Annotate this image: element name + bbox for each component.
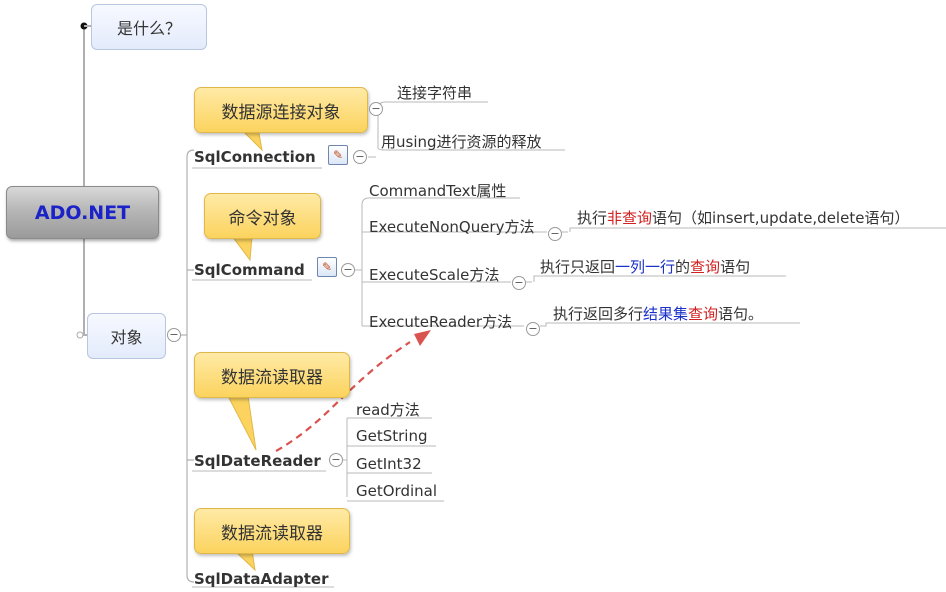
note-icon[interactable]: ✎ (328, 145, 348, 165)
collapse-toggle-icon[interactable]: − (526, 322, 540, 336)
root-node[interactable]: ADO.NET (6, 186, 159, 239)
collapse-toggle-icon[interactable]: − (167, 328, 181, 342)
node-getstring[interactable]: GetString (356, 427, 428, 445)
node-commandtext[interactable]: CommandText属性 (369, 182, 507, 200)
branch-objects[interactable]: 对象 (87, 313, 166, 359)
node-getordinal[interactable]: GetOrdinal (356, 482, 437, 500)
callout-adapter: 数据流读取器 (194, 508, 350, 554)
note-scalar: 执行只返回一列一行的查询语句 (540, 258, 751, 276)
note-icon[interactable]: ✎ (317, 257, 337, 277)
node-sqldataadapter[interactable]: SqlDataAdapter (194, 570, 329, 588)
collapse-toggle-icon[interactable]: − (353, 150, 367, 164)
collapse-toggle-icon[interactable]: − (369, 102, 383, 116)
callout-command: 命令对象 (204, 193, 321, 239)
node-using-release[interactable]: 用using进行资源的释放 (381, 133, 542, 151)
callout-connection: 数据源连接对象 (194, 87, 368, 133)
collapse-toggle-icon[interactable]: − (548, 227, 562, 241)
node-getint32[interactable]: GetInt32 (356, 455, 422, 473)
node-executereader[interactable]: ExecuteReader方法 (369, 313, 513, 331)
collapse-toggle-icon[interactable]: − (512, 276, 526, 290)
note-reader: 执行返回多行结果集查询语句。 (553, 305, 764, 323)
branch-what[interactable]: 是什么？ (91, 4, 207, 50)
node-read-method[interactable]: read方法 (356, 401, 420, 419)
node-sqlcommand[interactable]: SqlCommand (194, 261, 305, 279)
node-sqlconnection[interactable]: SqlConnection (194, 148, 316, 166)
collapse-toggle-icon[interactable]: − (329, 453, 343, 467)
node-sqldatereader[interactable]: SqlDateReader (194, 452, 321, 470)
node-executenonquery[interactable]: ExecuteNonQuery方法 (369, 218, 535, 236)
collapse-toggle-icon[interactable]: − (341, 263, 355, 277)
note-nonquery: 执行非查询语句（如insert,update,delete语句） (577, 209, 910, 227)
callout-datareader: 数据流读取器 (194, 352, 350, 398)
node-connection-string[interactable]: 连接字符串 (397, 84, 473, 102)
node-executescale[interactable]: ExecuteScale方法 (369, 266, 500, 284)
